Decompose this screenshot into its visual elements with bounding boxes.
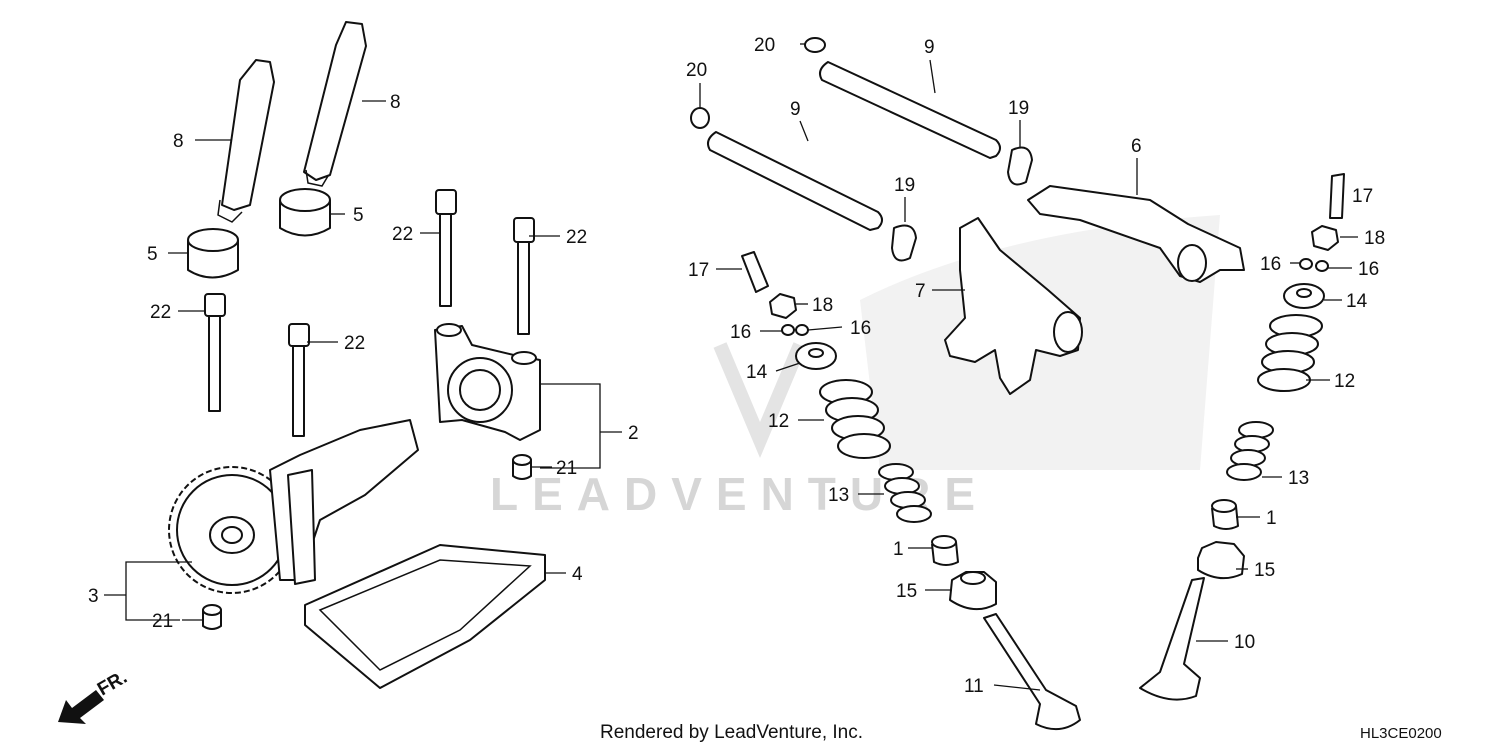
callout-14-left: 14 <box>746 362 768 383</box>
callout-10: 10 <box>1234 632 1255 653</box>
part-13-spring-inner-right <box>1226 421 1274 481</box>
part-9-shaft-lower <box>707 131 883 231</box>
part-4-oil-pan <box>304 544 546 689</box>
callout-21-lower: 21 <box>152 611 173 632</box>
callout-13-right: 13 <box>1288 468 1309 489</box>
part-15-seat-left <box>949 571 997 611</box>
callout-9-upper: 9 <box>924 37 935 58</box>
part-15-seat-right <box>1197 541 1245 580</box>
callout-5-left: 5 <box>147 244 158 265</box>
part-16-cotter-left-b <box>795 324 809 336</box>
callout-20-upper: 20 <box>754 35 775 56</box>
callout-2: 2 <box>628 423 639 444</box>
part-8-dowel-left <box>217 59 275 223</box>
callout-16-right-b: 16 <box>1358 259 1379 280</box>
part-14-retainer-left <box>795 342 837 370</box>
part-6-rocker-arm <box>1027 185 1245 283</box>
leader-lines <box>104 43 1358 691</box>
diagram-code: HL3CE0200 <box>1360 725 1442 742</box>
part-12-spring-outer-left <box>819 379 891 459</box>
callout-21-upper: 21 <box>556 458 577 479</box>
part-22-bolt-c <box>435 189 457 307</box>
callout-17-right: 17 <box>1352 186 1373 207</box>
callout-4: 4 <box>572 564 583 585</box>
callout-20-lower: 20 <box>686 60 707 81</box>
callout-14-right: 14 <box>1346 291 1368 312</box>
part-10-valve-exhaust <box>1139 577 1205 701</box>
part-19-washer-lower <box>891 224 917 262</box>
part-22-bolt-d <box>513 217 535 335</box>
part-12-spring-outer-right <box>1257 314 1323 392</box>
part-8-dowel-right <box>303 21 367 187</box>
callout-15-right: 15 <box>1254 560 1275 581</box>
callout-8-right: 8 <box>390 92 401 113</box>
callout-1-left: 1 <box>893 539 904 560</box>
callout-8-left: 8 <box>173 131 184 152</box>
part-3-camshaft-gear <box>168 419 419 594</box>
part-21-dowel-upper <box>512 454 532 480</box>
part-5-bushing-right <box>279 188 331 237</box>
callout-22-c: 22 <box>392 224 413 245</box>
callout-18-right: 18 <box>1364 228 1385 249</box>
part-9-shaft-upper <box>819 61 1001 159</box>
part-16-cotter-right-b <box>1315 260 1329 272</box>
callout-12-left: 12 <box>768 411 789 432</box>
part-18-nut-left <box>769 293 797 319</box>
part-22-bolt-a <box>204 293 226 412</box>
part-5-bushing-left <box>187 228 239 279</box>
callout-12-right: 12 <box>1334 371 1355 392</box>
part-20-oring-upper <box>804 37 826 53</box>
part-22-bolt-b <box>288 323 310 437</box>
part-13-spring-inner-left <box>878 463 932 523</box>
part-17-adjuster-left <box>741 251 769 293</box>
callout-19-upper: 19 <box>1008 98 1029 119</box>
callout-15-left: 15 <box>896 581 917 602</box>
part-18-nut-right <box>1311 225 1339 251</box>
callout-labels: 8 8 5 5 22 22 22 22 2 21 3 21 4 20 9 20 … <box>88 35 1385 697</box>
part-7-rocker-arm <box>944 217 1083 395</box>
callout-9-lower: 9 <box>790 99 801 120</box>
part-21-dowel-lower <box>202 604 222 630</box>
callout-17-left: 17 <box>688 260 709 281</box>
callout-11: 11 <box>964 676 984 697</box>
callout-18-left: 18 <box>812 295 833 316</box>
callout-5-right: 5 <box>353 205 364 226</box>
callout-7: 7 <box>915 281 926 302</box>
callout-19-lower: 19 <box>894 175 915 196</box>
callout-22-a: 22 <box>150 302 171 323</box>
part-16-cotter-right-a <box>1299 258 1313 270</box>
callout-3: 3 <box>88 586 99 607</box>
part-1-seal-left <box>931 535 959 566</box>
arrow-icon <box>58 690 104 724</box>
part-16-cotter-left-a <box>781 324 795 336</box>
callout-22-b: 22 <box>344 333 365 354</box>
callout-13-left: 13 <box>828 485 849 506</box>
part-14-retainer-right <box>1283 283 1325 309</box>
footer-credit: Rendered by LeadVenture, Inc. <box>600 722 863 743</box>
callout-16-left-a: 16 <box>730 322 751 343</box>
front-direction-arrow: FR. <box>58 667 131 724</box>
part-2-bearing-holder <box>434 323 541 441</box>
part-11-valve-intake <box>983 613 1081 731</box>
callout-16-left-b: 16 <box>850 318 871 339</box>
part-17-adjuster-right <box>1329 173 1345 219</box>
callout-1-right: 1 <box>1266 508 1277 529</box>
callout-16-right-a: 16 <box>1260 254 1281 275</box>
callout-6: 6 <box>1131 136 1142 157</box>
callout-22-d: 22 <box>566 227 587 248</box>
part-19-washer-upper <box>1007 146 1033 186</box>
part-20-oring-lower <box>690 107 710 129</box>
part-1-seal-right <box>1211 499 1239 530</box>
